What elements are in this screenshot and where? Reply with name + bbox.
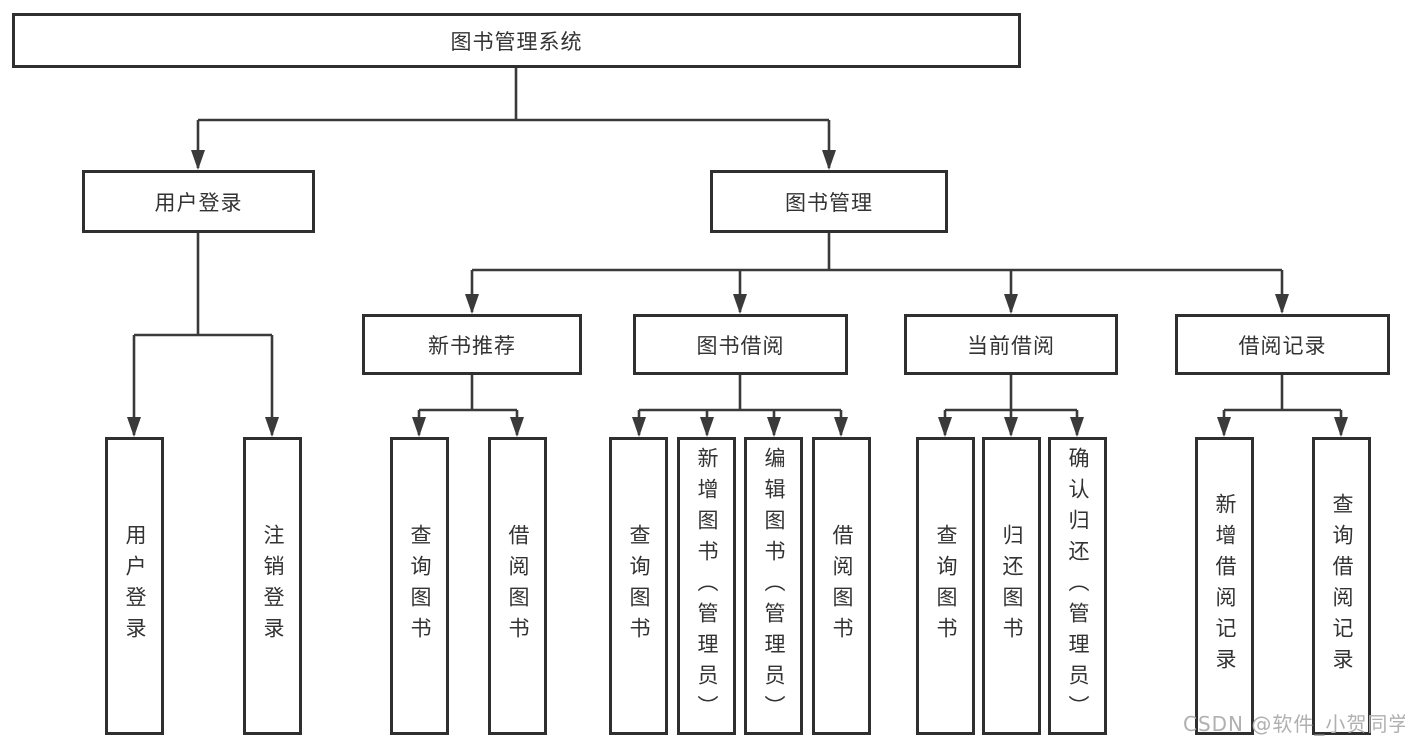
leaf-edit-book-admin: 编辑图书（管理员） [744,437,803,735]
csdn-watermark: CSDN @软件_小贺同学 [1183,712,1405,736]
leaf-query-books-borrow: 查询图书 [609,437,668,735]
leaf-query-borrow-record: 查询借阅记录 [1312,437,1371,735]
node-root-label: 图书管理系统 [450,29,583,54]
leaf-add-borrow-record-label: 新增借阅记录 [1213,493,1237,679]
node-book-borrowing: 图书借阅 [633,314,848,375]
leaf-logout: 注销登录 [243,437,302,735]
leaf-borrow-books-recommend-label: 借阅图书 [506,524,530,648]
node-borrowing-records-label: 借阅记录 [1238,333,1327,358]
leaf-query-books-borrow-label: 查询图书 [627,524,651,648]
leaf-query-books-recommend: 查询图书 [390,437,449,735]
leaf-confirm-return-admin-label: 确认归还（管理员） [1066,446,1090,726]
leaf-confirm-return-admin: 确认归还（管理员） [1048,437,1107,735]
leaf-add-borrow-record: 新增借阅记录 [1195,437,1254,735]
node-book-borrowing-label: 图书借阅 [696,333,785,358]
leaf-borrow-books-recommend: 借阅图书 [488,437,547,735]
leaf-borrow-books: 借阅图书 [812,437,871,735]
node-new-book-recommend-label: 新书推荐 [428,333,516,358]
leaf-borrow-books-label: 借阅图书 [830,524,854,648]
node-current-borrowing: 当前借阅 [904,314,1118,375]
leaf-add-book-admin: 新增图书（管理员） [677,437,736,735]
node-book-management-label: 图书管理 [785,190,873,215]
leaf-logout-label: 注销登录 [261,524,285,648]
node-new-book-recommend: 新书推荐 [362,314,582,375]
node-book-management: 图书管理 [710,170,948,233]
node-user-login-label: 用户登录 [154,190,243,215]
leaf-query-books-recommend-label: 查询图书 [408,524,432,648]
node-borrowing-records: 借阅记录 [1175,314,1390,375]
node-user-login: 用户登录 [82,170,315,233]
leaf-add-book-admin-label: 新增图书（管理员） [695,446,719,726]
leaf-query-borrow-record-label: 查询借阅记录 [1330,493,1354,679]
leaf-query-books-current: 查询图书 [916,437,975,735]
leaf-user-login: 用户登录 [105,437,164,735]
leaf-return-book-label: 归还图书 [1000,524,1024,648]
node-current-borrowing-label: 当前借阅 [967,333,1055,358]
leaf-user-login-label: 用户登录 [123,524,147,648]
leaf-query-books-current-label: 查询图书 [934,524,958,648]
node-root: 图书管理系统 [12,13,1021,68]
leaf-edit-book-admin-label: 编辑图书（管理员） [762,446,786,726]
leaf-return-book: 归还图书 [982,437,1041,735]
